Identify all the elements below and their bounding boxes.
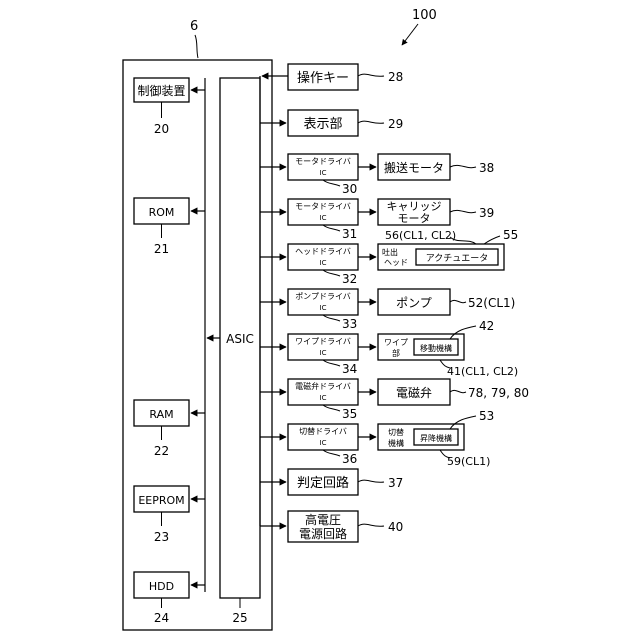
- wd34-target-label2: 部: [392, 348, 400, 358]
- opkey-label: 操作キー: [297, 70, 349, 86]
- display-leader: [358, 121, 384, 123]
- rom-label: ROM: [149, 206, 175, 219]
- hd32-actuator-label: アクチュエータ: [426, 253, 489, 264]
- hd32-target-ref-b: 56(CL1, CL2): [385, 229, 456, 242]
- sd35-label-ic: IC: [320, 394, 327, 402]
- wd34-ref: 34: [342, 362, 357, 376]
- hv-leader: [358, 524, 384, 526]
- ram-label: RAM: [149, 408, 173, 421]
- hd32-ref: 32: [342, 272, 357, 286]
- opkey-ref: 28: [388, 70, 403, 84]
- sd35-leader: [323, 405, 340, 411]
- display-label: 表示部: [303, 117, 342, 132]
- md30-label: モータドライバ: [295, 157, 351, 166]
- component-hv: 高電圧 電源回路 40: [260, 511, 403, 542]
- component-pd33: ポンプドライバ IC 33 ポンプ 52(CL1): [260, 289, 515, 331]
- sd35-target-leader: [450, 390, 466, 392]
- component-hd32: ヘッドドライバ IC 32 吐出 ヘッド アクチュエータ 56(CL1, CL2…: [260, 228, 518, 286]
- component-display: 表示部 29: [260, 110, 403, 136]
- md30-leader: [323, 180, 340, 186]
- wd34-leader: [323, 360, 340, 366]
- wd34-target-ref-b: 41(CL1, CL2): [447, 365, 518, 378]
- component-md31: モータドライバ IC 31 キャリッジ モータ 39: [260, 199, 494, 241]
- hv-label2: 電源回路: [299, 526, 347, 541]
- component-md30: モータドライバ IC 30 搬送モータ 38: [260, 154, 494, 196]
- hv-ref: 40: [388, 520, 403, 534]
- md31-target-ref: 39: [479, 206, 494, 220]
- component-judge: 判定回路 37: [260, 469, 403, 495]
- sd35-label: 電磁弁ドライバ: [295, 381, 351, 391]
- cd36-mechanism-label: 昇降機構: [420, 433, 452, 443]
- ctrl-label: 制御装置: [137, 83, 185, 98]
- md31-label: モータドライバ: [295, 202, 351, 211]
- sd35-target-ref: 78, 79, 80: [468, 386, 529, 400]
- md30-ref: 30: [342, 182, 357, 196]
- md31-target-leader: [450, 210, 476, 212]
- hd32-target-label2: ヘッド: [384, 258, 408, 267]
- md31-label-ic: IC: [320, 214, 327, 222]
- judge-label: 判定回路: [297, 475, 349, 491]
- hd32-target-ref: 55: [503, 228, 518, 242]
- md30-target-leader: [450, 165, 476, 167]
- wd34-target-ref: 42: [479, 319, 494, 333]
- eeprom-ref: 23: [154, 530, 169, 544]
- cd36-ref: 36: [342, 452, 357, 466]
- figure-ref-label: 100: [412, 8, 437, 23]
- controller-ref: 6: [190, 19, 198, 34]
- hdd-ref: 24: [154, 611, 169, 625]
- cd36-target-label: 切替: [388, 427, 404, 437]
- component-wd34: ワイプドライバ IC 34 ワイプ 部 移動機構 42 41(CL1, CL2): [260, 319, 518, 378]
- ram-ref: 22: [154, 444, 169, 458]
- sd35-ref: 35: [342, 407, 357, 421]
- md31-ref: 31: [342, 227, 357, 241]
- hd32-label: ヘッドドライバ: [295, 247, 351, 256]
- pd33-target-ref: 52(CL1): [468, 296, 515, 310]
- pd33-target-leader: [450, 300, 466, 302]
- md30-target-label: 搬送モータ: [384, 160, 444, 175]
- cd36-target-ref: 53: [479, 409, 494, 423]
- component-cd36: 切替ドライバ IC 36 切替 機構 昇降機構 53 59(CL1): [260, 409, 494, 468]
- component-opkey: 操作キー 28: [262, 64, 403, 90]
- md31-target-label2: モータ: [398, 212, 431, 225]
- sd35-target-label: 電磁弁: [396, 385, 432, 400]
- cd36-label: 切替ドライバ: [299, 426, 347, 436]
- asic-label: ASIC: [226, 332, 254, 346]
- hv-label: 高電圧: [305, 512, 341, 527]
- controller-ref-leader: [195, 35, 198, 58]
- hd32-target-label: 吐出: [382, 247, 398, 257]
- hdd-label: HDD: [149, 580, 174, 593]
- rom-ref: 21: [154, 242, 169, 256]
- pd33-label-ic: IC: [320, 304, 327, 312]
- opkey-leader: [358, 74, 384, 76]
- cd36-label-ic: IC: [320, 439, 327, 447]
- wd34-label-ic: IC: [320, 349, 327, 357]
- wd34-target-label: ワイプ: [384, 338, 408, 347]
- judge-leader: [358, 480, 384, 482]
- wd34-label: ワイプドライバ: [295, 337, 351, 346]
- hd32-leader: [323, 270, 340, 276]
- display-ref: 29: [388, 117, 403, 131]
- cd36-target-ref-b: 59(CL1): [447, 455, 490, 468]
- wd34-mechanism-label: 移動機構: [420, 343, 452, 353]
- figure-ref-arrow: [402, 24, 418, 45]
- judge-ref: 37: [388, 476, 403, 490]
- cd36-target-label2: 機構: [388, 438, 404, 448]
- pd33-leader: [323, 315, 340, 321]
- pd33-target-label: ポンプ: [396, 296, 432, 310]
- md30-label-ic: IC: [320, 169, 327, 177]
- ctrl-ref: 20: [154, 122, 169, 136]
- eeprom-label: EEPROM: [138, 494, 184, 507]
- asic-ref: 25: [232, 611, 247, 625]
- pd33-ref: 33: [342, 317, 357, 331]
- hd32-label-ic: IC: [320, 259, 327, 267]
- hd32-target-leader: [484, 236, 500, 244]
- md30-target-ref: 38: [479, 161, 494, 175]
- cd36-leader: [323, 450, 340, 456]
- pd33-label: ポンプドライバ: [295, 292, 351, 301]
- md31-leader: [323, 225, 340, 231]
